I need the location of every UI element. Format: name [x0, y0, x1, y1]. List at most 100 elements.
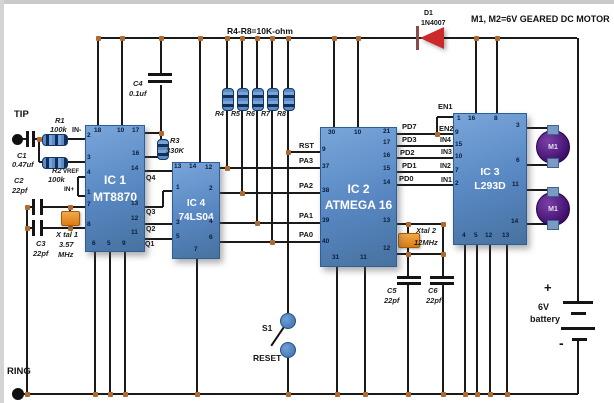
- junction-dot: [68, 226, 73, 231]
- label-pa1: PA1: [299, 211, 314, 220]
- junction-dot: [25, 226, 30, 231]
- pin-number: 13: [383, 217, 391, 224]
- pin-number: 8: [87, 221, 91, 228]
- wire: [78, 195, 85, 197]
- ic-name: IC 1: [103, 173, 126, 188]
- wire: [489, 243, 491, 394]
- wire: [77, 177, 79, 196]
- wire: [218, 241, 320, 243]
- junction-dot: [240, 191, 245, 196]
- junction-dot: [356, 36, 361, 41]
- pin-number: 15: [383, 165, 391, 172]
- junction-dot: [255, 36, 260, 41]
- wire: [395, 223, 443, 225]
- pin-number: 4: [87, 169, 91, 176]
- capacitor-plate: [563, 301, 593, 304]
- junction-dot: [93, 392, 98, 397]
- label-en2: EN2: [439, 124, 454, 133]
- pin-number: 14: [511, 218, 519, 225]
- motor-m1-1: M1: [536, 192, 570, 226]
- wire: [395, 171, 453, 173]
- wire: [506, 243, 508, 394]
- label-6v: 6V: [538, 302, 550, 312]
- pin-number: 10: [455, 153, 463, 160]
- junction-dot: [495, 36, 500, 41]
- label-in2: IN2: [440, 163, 451, 170]
- pin-number: 17: [383, 139, 391, 146]
- label-c6: C6: [428, 286, 438, 295]
- terminal-tip: [12, 134, 23, 145]
- junction-dot: [159, 131, 164, 136]
- scan-edge-top: [0, 0, 614, 4]
- wire: [336, 265, 338, 394]
- wire: [287, 38, 289, 88]
- junction-dot: [270, 240, 275, 245]
- label-c1: C1: [17, 151, 27, 160]
- wire: [160, 85, 162, 140]
- wire: [437, 116, 459, 118]
- capacitor-plate: [148, 73, 172, 76]
- wire: [256, 108, 258, 223]
- resistor-R4: [222, 88, 234, 111]
- capacitor-plate: [397, 282, 421, 285]
- pin-number: 31: [332, 254, 340, 261]
- wire: [196, 257, 198, 394]
- label-22pf: 22pf: [12, 186, 28, 195]
- label-rst: RST: [299, 141, 314, 150]
- label-x-tal-1: X tal 1: [56, 230, 79, 239]
- capacitor-plate: [26, 131, 29, 147]
- wire: [143, 156, 161, 158]
- label-1n4007: 1N4007: [421, 20, 446, 27]
- wire: [121, 38, 123, 125]
- junction-dot: [68, 205, 73, 210]
- junction-dot: [286, 36, 291, 41]
- wire: [241, 108, 243, 193]
- label-r7: R7: [261, 111, 270, 118]
- wire: [287, 108, 289, 313]
- junction-dot: [475, 392, 480, 397]
- label-in1: IN1: [441, 177, 452, 184]
- label-22pf: 22pf: [426, 296, 442, 305]
- label-pa2: PA2: [299, 181, 314, 190]
- label-q2: Q2: [146, 226, 156, 233]
- reset-switch-contact: [280, 342, 296, 358]
- crystal-Xtal1: [61, 211, 80, 226]
- junction-dot: [25, 205, 30, 210]
- label-22pf: 22pf: [384, 296, 400, 305]
- label-r5: R5: [231, 111, 240, 118]
- pin-number: 1: [176, 184, 180, 191]
- pin-number: 12: [485, 232, 493, 239]
- pin-number: 1: [457, 115, 461, 122]
- wire: [407, 285, 409, 394]
- label-battery: battery: [530, 314, 561, 324]
- pin-number: 30: [328, 129, 336, 136]
- pin-number: 7: [194, 246, 198, 253]
- pin-number: 10: [117, 127, 125, 134]
- pin-number: 8: [494, 115, 498, 122]
- junction-dot: [406, 222, 411, 227]
- label-100k: 100k: [48, 175, 65, 184]
- label-in-: IN+: [64, 186, 75, 193]
- wire: [271, 108, 273, 242]
- label-d1: D1: [424, 10, 433, 17]
- label-reset: RESET: [253, 353, 282, 363]
- junction-dot: [255, 221, 260, 226]
- label-q1: Q1: [145, 241, 155, 248]
- junction-dot: [195, 392, 200, 397]
- junction-dot: [406, 252, 411, 257]
- label-0-47uf: 0.47uf: [12, 160, 34, 169]
- wire: [226, 108, 228, 168]
- wire: [97, 38, 99, 125]
- label-330k: 330K: [166, 146, 184, 155]
- wire: [525, 164, 549, 166]
- wire: [436, 117, 438, 134]
- wire: [218, 167, 320, 169]
- junction-dot: [335, 392, 340, 397]
- wire: [27, 227, 34, 229]
- label-r1: R1: [55, 116, 65, 125]
- pin-number: 1: [87, 189, 91, 196]
- label-tip: TIP: [14, 109, 29, 120]
